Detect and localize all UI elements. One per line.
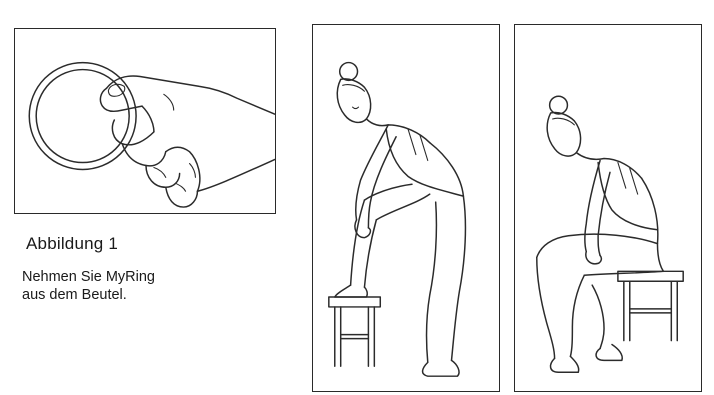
crease [176, 183, 186, 191]
arm-upper [356, 125, 388, 220]
standing-leg-front [426, 202, 436, 362]
strap [618, 162, 626, 188]
stool-rung [341, 335, 369, 339]
arm-inner [598, 172, 610, 255]
hair-bun [550, 96, 568, 114]
figure-title: Abbildung 1 [26, 234, 118, 254]
crease [154, 167, 166, 177]
top-front [598, 162, 657, 229]
standing-leg-back [452, 196, 466, 360]
ring-inner [36, 70, 129, 163]
illustration-standing [312, 24, 500, 392]
strap [408, 129, 416, 155]
crease [164, 94, 174, 110]
foot-on-stool [335, 285, 367, 297]
arm-lower [368, 137, 396, 228]
middle-finger [122, 144, 166, 166]
thigh-raised-bottom [376, 194, 429, 220]
fingernail [108, 84, 124, 96]
stool-rung [630, 309, 672, 313]
stool-seat [329, 297, 380, 307]
illustration-hand-ring [14, 28, 276, 214]
stool-leg-right [671, 281, 677, 340]
crease [190, 164, 196, 178]
foot [551, 356, 579, 372]
strap [420, 135, 428, 161]
wrist-lower [197, 160, 274, 192]
hair-bun [340, 63, 358, 81]
ring-finger [146, 166, 180, 188]
thigh-top [537, 234, 658, 257]
hand-back [166, 147, 200, 191]
caption-line-1: Nehmen Sie MyRing [22, 268, 242, 286]
ring-in-hand-icon [15, 29, 275, 213]
stool-leg-left [335, 307, 341, 366]
shin-front [537, 257, 555, 358]
woman-sitting-icon [515, 25, 701, 391]
little-finger [166, 187, 198, 207]
shin-raised-front [351, 200, 365, 285]
shoulder-line [366, 119, 429, 143]
figure-caption: Nehmen Sie MyRing aus dem Beutel. [22, 268, 242, 304]
thumb-base [142, 106, 154, 132]
eye [353, 107, 359, 108]
shin-back [570, 275, 584, 356]
illustration-sitting [514, 24, 702, 392]
second-shin [592, 285, 604, 348]
stool-leg-right [368, 307, 374, 366]
fingertip [100, 88, 142, 111]
hairline [343, 85, 365, 92]
caption-line-2: aus dem Beutel. [22, 286, 242, 304]
back [642, 178, 664, 271]
hairline [553, 118, 575, 125]
woman-standing-icon [313, 25, 499, 391]
standing-foot [423, 360, 459, 376]
stool-leg-left [624, 281, 630, 340]
